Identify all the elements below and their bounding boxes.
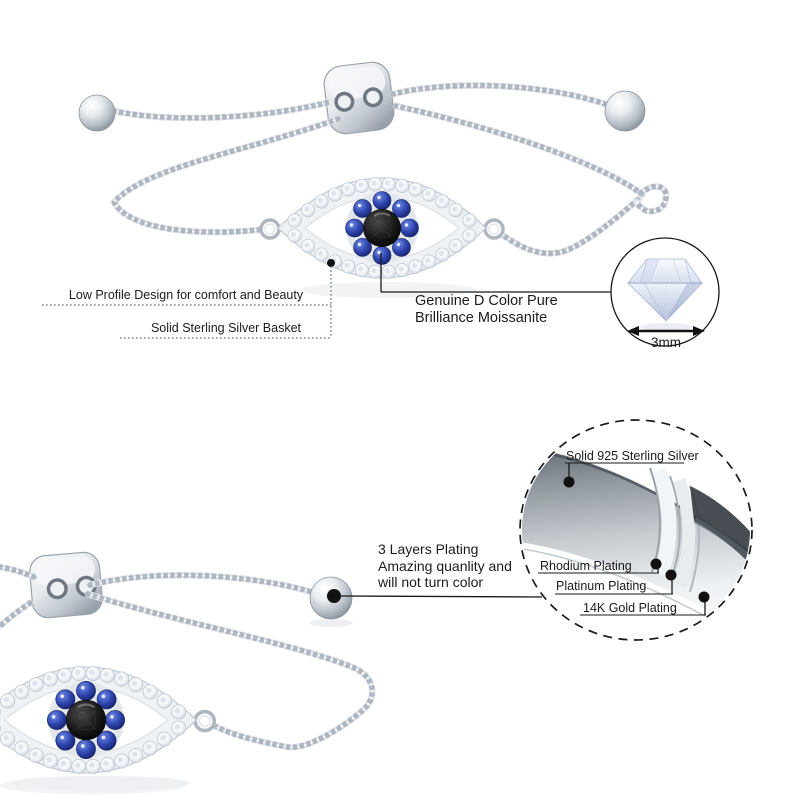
- moissanite-label: Genuine D Color Pure Brilliance Moissani…: [415, 293, 558, 326]
- bracelet-chain: [0, 563, 376, 751]
- plating-headline-line1: 3 Layers Plating: [378, 541, 479, 557]
- evil-eye-charm: [0, 666, 217, 795]
- plating-headline: 3 Layers Plating Amazing quanlity and wi…: [378, 541, 512, 591]
- moissanite-label-line1: Genuine D Color Pure: [415, 293, 558, 309]
- plating-layer-callouts: [538, 462, 710, 616]
- layer-sterling-label: Solid 925 Sterling Silver: [566, 449, 699, 463]
- layer-platinum-label: Platinum Plating: [556, 579, 647, 593]
- low-profile-label: Low Profile Design for comfort and Beaut…: [68, 288, 304, 302]
- moissanite-stone: [627, 258, 703, 331]
- silver-basket-label: Solid Sterling Silver Basket: [150, 321, 302, 335]
- moissanite-label-line2: Brilliance Moissanite: [415, 309, 548, 326]
- moissanite-zoom-circle: [610, 237, 720, 347]
- plating-zoom-circle: [519, 419, 753, 641]
- slider-bead-end: [78, 94, 116, 132]
- slider-clasp: [323, 61, 395, 135]
- bracelet-chain: [109, 82, 670, 257]
- bracelet-photo-bottom: [0, 551, 543, 795]
- plating-headline-line3: will not turn color: [378, 574, 484, 590]
- callout-lines: [42, 253, 611, 339]
- bracelet-photo-top: [78, 61, 670, 298]
- evil-eye-charm: [259, 177, 505, 298]
- slider-bead-end: [604, 90, 646, 132]
- stone-size-label: 3mm: [651, 335, 681, 350]
- plating-headline-line2: Amazing quanlity and: [378, 557, 512, 574]
- layer-gold-label: 14K Gold Plating: [583, 601, 677, 615]
- size-arrow-icon: [627, 326, 705, 336]
- callout-dot: [327, 259, 335, 267]
- slider-clasp: [29, 551, 103, 619]
- callout-dot: [327, 589, 341, 603]
- plated-band-render: [522, 445, 750, 638]
- layer-rhodium-label: Rhodium Plating: [540, 559, 632, 573]
